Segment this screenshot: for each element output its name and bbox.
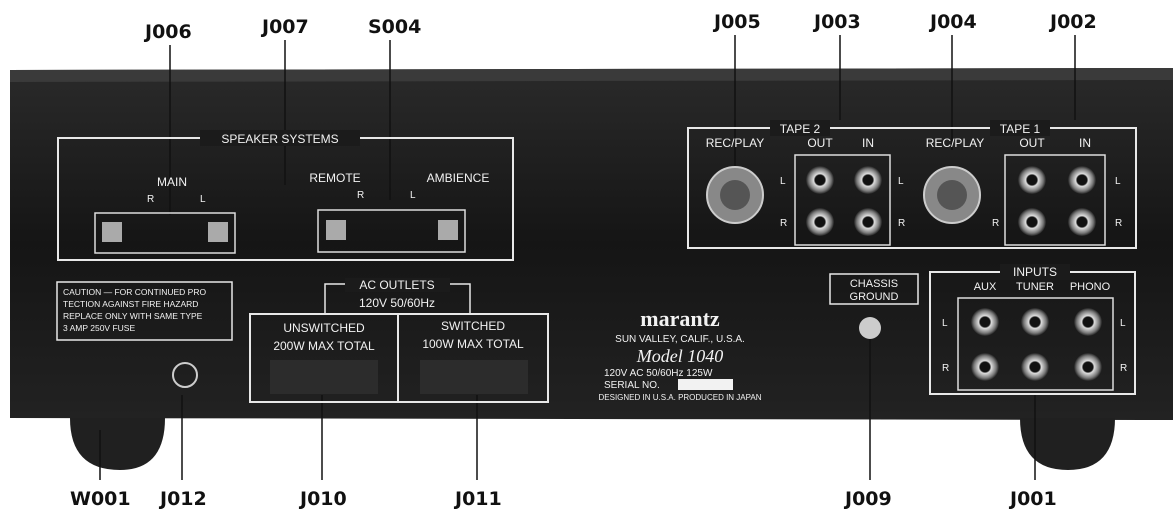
ac-outlets-title: AC OUTLETS <box>359 278 434 292</box>
callouts: J006 J007 S004 J005 J003 J004 J002 W001 … <box>70 11 1097 510</box>
tape2-in-r-jack[interactable] <box>854 208 882 236</box>
caution-line-4: 3 AMP 250V FUSE <box>63 323 135 333</box>
tape2-l-marker: L <box>780 176 786 187</box>
callout-j001: J001 <box>1008 488 1057 510</box>
callout-j009: J009 <box>843 488 892 510</box>
tape1-out-label: OUT <box>1019 136 1045 150</box>
caution-line-2: TECTION AGAINST FIRE HAZARD <box>63 299 198 309</box>
tape1-in-r-jack[interactable] <box>1068 208 1096 236</box>
tape1-out-r-jack[interactable] <box>1018 208 1046 236</box>
unswitched-outlet[interactable] <box>270 360 378 394</box>
callout-j006: J006 <box>143 21 192 43</box>
brand-logo: marantz <box>640 306 720 331</box>
callout-j003: J003 <box>812 11 861 33</box>
aux-l-jack[interactable] <box>971 308 999 336</box>
phono-r-jack[interactable] <box>1074 353 1102 381</box>
power-rating: 120V AC 50/60Hz 125W <box>604 368 713 379</box>
tuner-l-jack[interactable] <box>1021 308 1049 336</box>
origin-label: DESIGNED IN U.S.A. PRODUCED IN JAPAN <box>599 393 762 402</box>
remote-label: REMOTE <box>309 171 360 185</box>
callout-j010: J010 <box>298 488 347 510</box>
unswitched-rating: 200W MAX TOTAL <box>273 339 375 353</box>
caution-line-1: CAUTION — FOR CONTINUED PRO <box>63 287 206 297</box>
caution-label: CAUTION — FOR CONTINUED PRO TECTION AGAI… <box>56 281 233 341</box>
tape1-in-l-jack[interactable] <box>1068 166 1096 194</box>
inputs-l-marker-left: L <box>942 318 948 329</box>
tuner-r-jack[interactable] <box>1021 353 1049 381</box>
unswitched-label: UNSWITCHED <box>283 321 365 335</box>
tape-panel: TAPE 2 TAPE 1 REC/PLAY OUT IN REC/PLAY O… <box>687 120 1137 249</box>
callout-j002: J002 <box>1048 11 1097 33</box>
ground-terminal[interactable] <box>859 317 881 339</box>
callout-j005: J005 <box>712 11 761 33</box>
phono-l-jack[interactable] <box>1074 308 1102 336</box>
inputs-l-marker-right: L <box>1120 318 1126 329</box>
tape1-r-marker-left: R <box>992 218 999 229</box>
switched-rating: 100W MAX TOTAL <box>422 337 524 351</box>
tape2-r-marker: R <box>780 218 787 229</box>
brand-location: SUN VALLEY, CALIF., U.S.A. <box>615 334 745 345</box>
chassis-body <box>10 68 1173 420</box>
tape1-out-l-jack[interactable] <box>1018 166 1046 194</box>
tape1-l-marker: L <box>1115 176 1121 187</box>
top-edge <box>10 68 1173 82</box>
inputs-title: INPUTS <box>1013 265 1057 279</box>
ambience-l-terminal[interactable] <box>438 220 458 240</box>
tape2-out-l-jack[interactable] <box>806 166 834 194</box>
tape2-in-l-jack[interactable] <box>854 166 882 194</box>
callout-j007: J007 <box>260 16 309 38</box>
ac-outlets-panel: AC OUTLETS 120V 50/60Hz UNSWITCHED 200W … <box>249 278 549 403</box>
switched-outlet[interactable] <box>420 360 528 394</box>
tape1-r-marker: R <box>1115 218 1122 229</box>
serial-label: SERIAL NO. <box>604 380 660 391</box>
tape1-in-label: IN <box>1079 136 1091 150</box>
tape-mid-l-marker: L <box>898 176 904 187</box>
remote-r-label: R <box>357 190 364 201</box>
tape1-title: TAPE 1 <box>1000 122 1041 136</box>
brand-plate: marantz SUN VALLEY, CALIF., U.S.A. Model… <box>599 306 762 402</box>
tape2-in-label: IN <box>862 136 874 150</box>
main-l-label: L <box>200 194 206 205</box>
caution-line-3: REPLACE ONLY WITH SAME TYPE <box>63 311 203 321</box>
remote-r-terminal[interactable] <box>326 220 346 240</box>
phono-label: PHONO <box>1070 281 1111 293</box>
callout-w001: W001 <box>70 488 131 510</box>
inputs-panel: INPUTS AUX TUNER PHONO L R L R <box>929 264 1136 395</box>
main-label: MAIN <box>157 175 187 189</box>
remote-l-label: L <box>410 190 416 201</box>
tape-mid-r-marker: R <box>898 218 905 229</box>
ground-label: GROUND <box>850 291 899 303</box>
main-r-terminal[interactable] <box>102 222 122 242</box>
aux-label: AUX <box>974 281 997 293</box>
speaker-systems-panel: SPEAKER SYSTEMS MAIN REMOTE AMBIENCE R L… <box>57 130 514 261</box>
left-foot <box>70 418 165 470</box>
model-name: Model 1040 <box>636 346 723 366</box>
right-foot <box>1020 418 1115 470</box>
tape2-out-r-jack[interactable] <box>806 208 834 236</box>
main-l-terminal[interactable] <box>208 222 228 242</box>
ac-outlets-rating: 120V 50/60Hz <box>359 296 435 310</box>
speaker-systems-title: SPEAKER SYSTEMS <box>221 132 338 146</box>
callout-s004: S004 <box>368 16 421 38</box>
callout-j011: J011 <box>453 488 502 510</box>
tape2-recplay-label: REC/PLAY <box>706 136 764 150</box>
tape1-recplay-label: REC/PLAY <box>926 136 984 150</box>
tape2-out-label: OUT <box>807 136 833 150</box>
serial-number-box <box>678 379 733 390</box>
callout-j004: J004 <box>928 11 977 33</box>
switched-label: SWITCHED <box>441 319 505 333</box>
ambience-label: AMBIENCE <box>427 171 490 185</box>
callout-j012: J012 <box>158 488 207 510</box>
inputs-r-marker-left: R <box>942 363 949 374</box>
tuner-label: TUNER <box>1016 281 1054 293</box>
main-r-label: R <box>147 194 154 205</box>
chassis-ground: CHASSIS GROUND <box>829 273 919 339</box>
tape2-title: TAPE 2 <box>780 122 821 136</box>
aux-r-jack[interactable] <box>971 353 999 381</box>
fuse-holder-icon[interactable] <box>172 362 198 388</box>
inputs-r-marker-right: R <box>1120 363 1127 374</box>
chassis-label: CHASSIS <box>850 278 898 290</box>
